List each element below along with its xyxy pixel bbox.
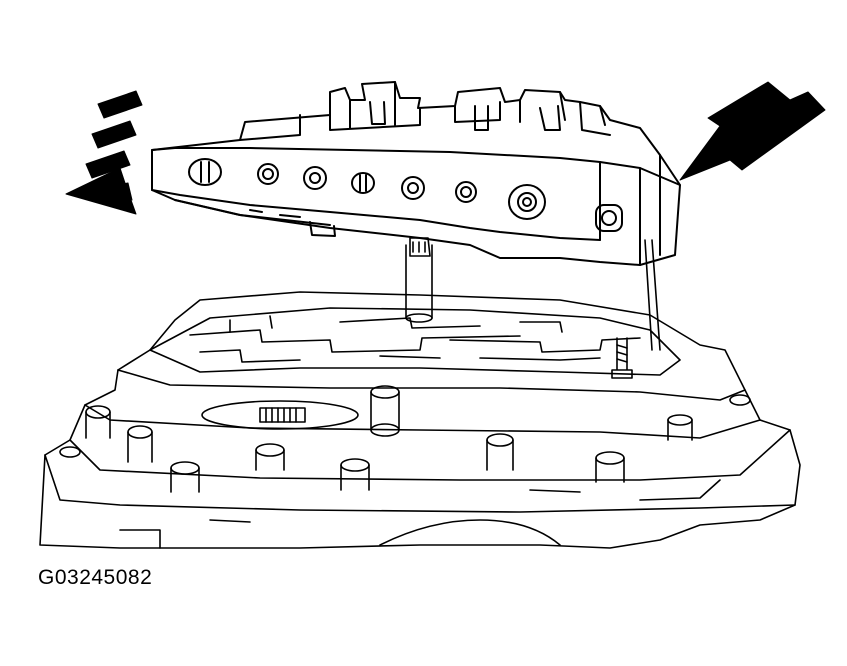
guide-rod bbox=[644, 239, 661, 351]
right-arrow-icon bbox=[679, 81, 826, 181]
transmission-case bbox=[39, 291, 801, 549]
upper-valve-body bbox=[151, 81, 681, 266]
transmission-valve-body-illustration bbox=[39, 81, 826, 549]
port-bores bbox=[188, 158, 546, 220]
figure-code-label: G03245082 bbox=[38, 566, 153, 589]
left-arrow-bar-icon bbox=[97, 90, 143, 119]
bolt-bosses bbox=[59, 385, 751, 493]
direction-arrows bbox=[65, 81, 826, 215]
